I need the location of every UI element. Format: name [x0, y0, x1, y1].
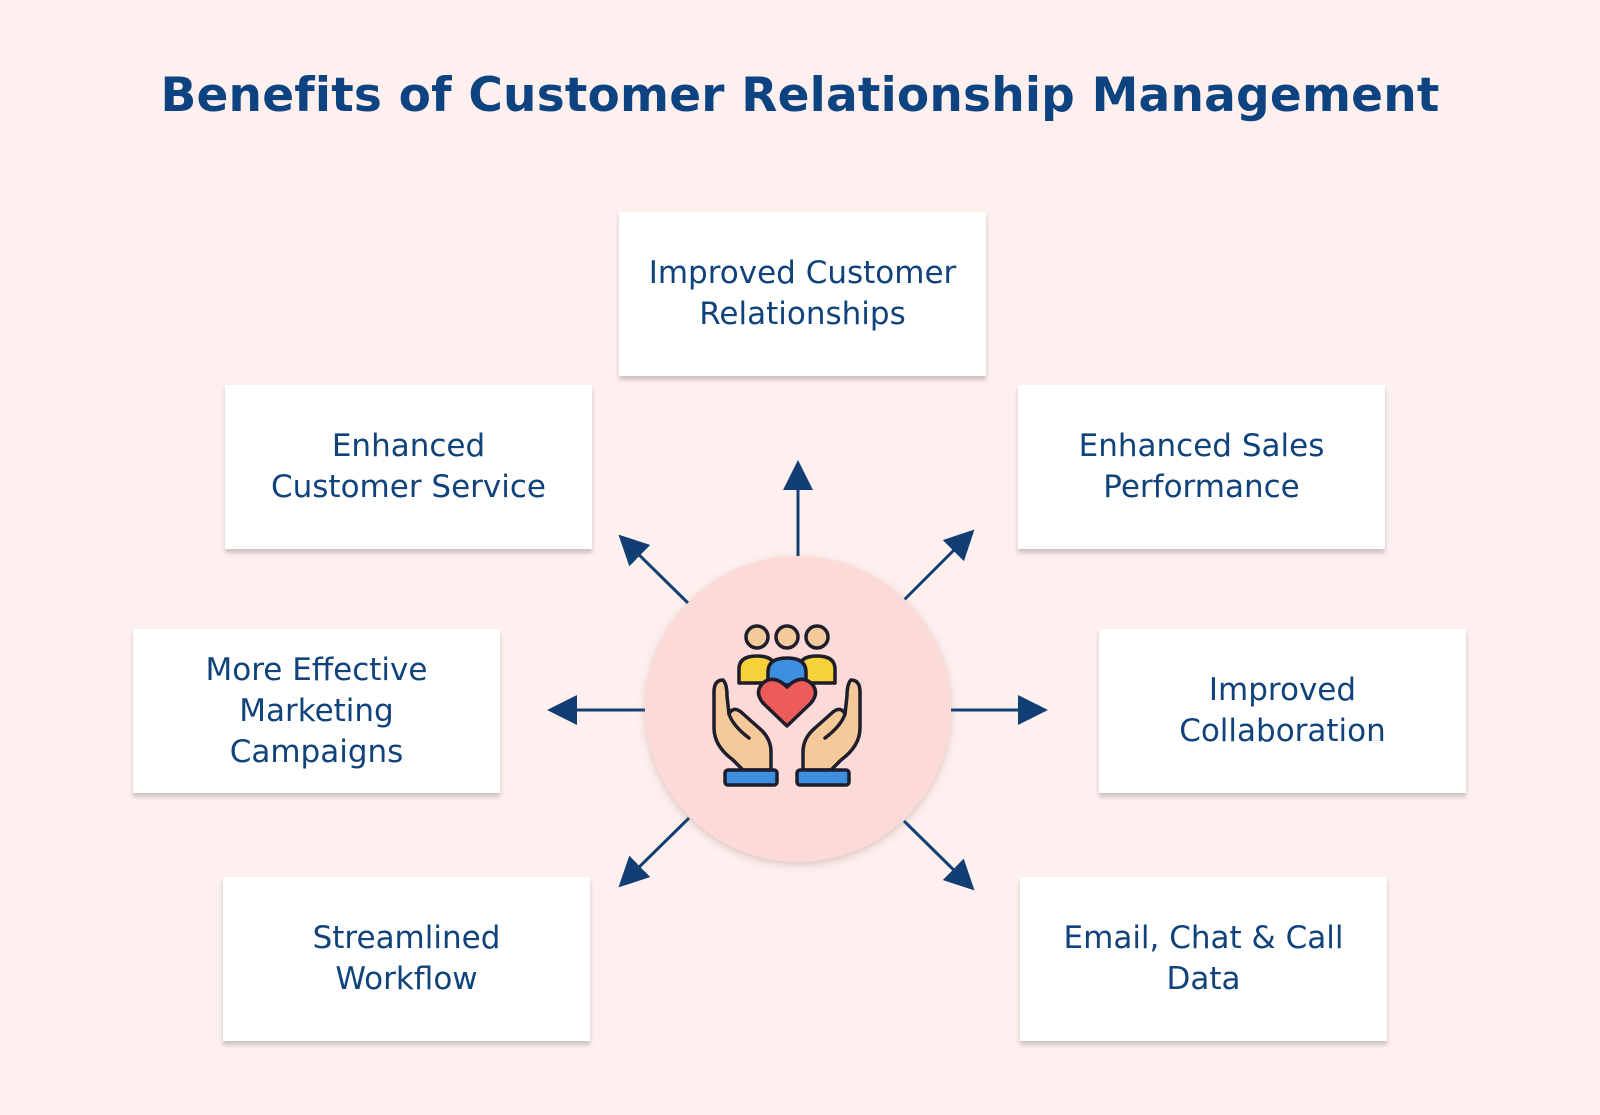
benefit-more-effective-marketing-campaigns: More Effective Marketing Campaigns — [133, 629, 500, 793]
arrow-down-right — [902, 819, 975, 891]
benefit-label: Improved Customer Relationships — [648, 255, 957, 332]
benefit-improved-collaboration: Improved Collaboration — [1099, 629, 1466, 793]
arrow-down-left — [618, 816, 691, 888]
page-title: Benefits of Customer Relationship Manage… — [160, 68, 1440, 123]
benefit-email-chat-call-data: Email, Chat & Call Data — [1020, 877, 1387, 1041]
center-hub — [645, 556, 951, 862]
benefit-enhanced-sales-performance: Enhanced Sales Performance — [1018, 385, 1385, 549]
arrow-up-right — [902, 529, 975, 602]
benefit-label: Improved Collaboration — [1179, 672, 1386, 749]
benefit-improved-customer-relationships: Improved Customer Relationships — [619, 212, 986, 376]
benefit-label: Enhanced Customer Service — [270, 428, 546, 505]
benefit-streamlined-workflow: Streamlined Workflow — [223, 877, 590, 1041]
benefit-label: Streamlined Workflow — [312, 920, 501, 997]
arrow-up-left — [618, 534, 691, 606]
benefit-label: More Effective Marketing Campaigns — [205, 651, 428, 770]
benefit-label: Enhanced Sales Performance — [1078, 428, 1325, 505]
benefit-enhanced-customer-service: Enhanced Customer Service — [225, 385, 592, 549]
hands-holding-people-heart-icon — [712, 624, 862, 787]
benefit-label: Email, Chat & Call Data — [1063, 920, 1344, 997]
